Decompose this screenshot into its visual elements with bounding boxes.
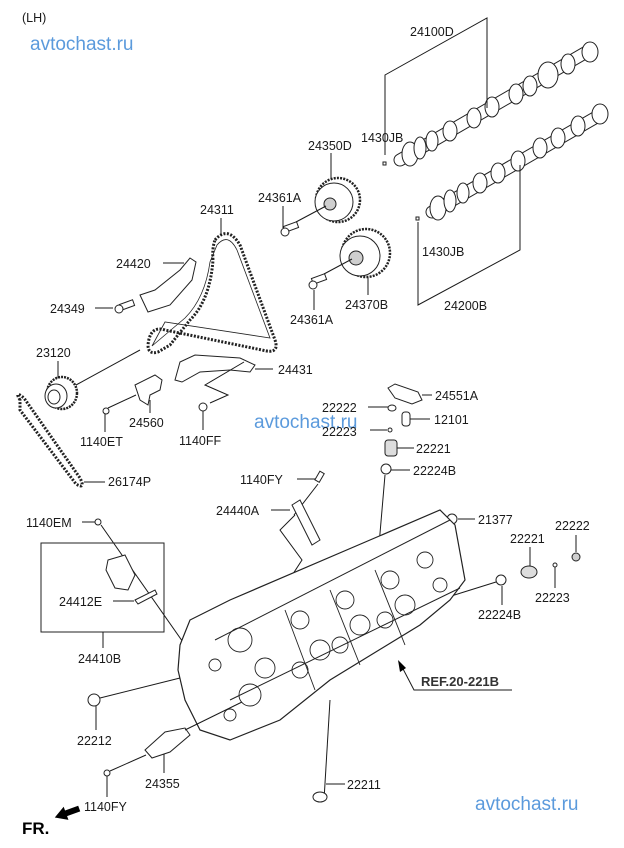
front-direction-arrow-icon [54,805,81,820]
label-21377[interactable]: 21377 [478,513,513,527]
lash-adjuster-12101[interactable] [401,411,411,427]
label-1430JB-mid[interactable]: 1430JB [422,245,464,259]
label-24560[interactable]: 24560 [129,416,164,430]
label-1140FY-top[interactable]: 1140FY [240,473,284,487]
valve-stem-seal-22223-top[interactable] [387,427,393,433]
label-22212[interactable]: 22212 [77,734,112,748]
ref-label[interactable]: REF.20-221B [421,674,499,689]
label-26174P[interactable]: 26174P [108,475,151,489]
bolt-24361A-bottom[interactable] [308,273,328,290]
label-24350D[interactable]: 24350D [308,139,352,153]
bolt-1140EM[interactable] [94,518,102,526]
label-22221-right[interactable]: 22221 [510,532,545,546]
label-23120[interactable]: 23120 [36,346,71,360]
label-22224B-top[interactable]: 22224B [413,464,456,478]
crank-sprocket-23120[interactable] [44,375,79,411]
label-22223-right[interactable]: 22223 [535,591,570,605]
valve-cotter-22222-top[interactable] [387,404,397,412]
label-24440A[interactable]: 24440A [216,504,260,518]
leader-ref [400,664,512,691]
label-22211[interactable]: 22211 [347,778,381,792]
label-1140ET[interactable]: 1140ET [80,435,123,449]
label-1140FF[interactable]: 1140FF [179,434,222,448]
watermark-top: avtochast.ru [30,34,134,55]
rocker-arm-24551A[interactable] [387,383,423,405]
label-24370B[interactable]: 24370B [345,298,388,312]
label-1140FY-bottom[interactable]: 1140FY [84,800,128,814]
valve-cotter-22222-right[interactable] [571,552,581,562]
label-1140EM[interactable]: 1140EM [26,516,72,530]
label-24410B[interactable]: 24410B [78,652,121,666]
dowel-pin-1430JB-top[interactable] [382,161,387,166]
valve-spring-22221-right[interactable] [520,565,538,579]
label-24431[interactable]: 24431 [278,363,313,377]
label-1430JB-top[interactable]: 1430JB [361,131,403,145]
leader-24100D [384,17,488,155]
bolt-24361A-top[interactable] [280,221,300,237]
valve-retainer-22224B-top[interactable] [380,463,392,475]
camshaft-intake-24100D[interactable] [393,41,599,167]
label-24349[interactable]: 24349 [50,302,85,316]
camshaft-exhaust-24200B[interactable] [425,103,609,221]
exhaust-valve-22211[interactable] [312,791,328,803]
valve-stem-seal-22223-right[interactable] [552,562,558,568]
cvvt-sprocket-24350D[interactable] [314,176,362,224]
label-22222-top[interactable]: 22222 [322,401,357,415]
label-24551A[interactable]: 24551A [435,389,479,403]
chain-guide-24431[interactable] [174,354,256,383]
label-22224B-right[interactable]: 22224B [478,608,521,622]
bolt-24349[interactable] [114,299,136,314]
leader-1140FF [203,361,245,404]
oil-pump-chain-26174P[interactable] [16,393,84,488]
label-24412E[interactable]: 24412E [59,595,102,609]
bolt-1140FF[interactable] [198,402,208,412]
label-24311[interactable]: 24311 [200,203,234,217]
gasket-24412E[interactable] [134,589,158,605]
oil-control-valve-24440A[interactable] [291,499,321,546]
cvvt-sprocket-24370B[interactable] [339,227,392,279]
watermark-middle: avtochast.ru [254,412,358,433]
label-12101[interactable]: 12101 [434,413,469,427]
cylinder-head[interactable] [177,509,466,741]
label-24200B[interactable]: 24200B [444,299,487,313]
chain-guide-24420[interactable] [139,257,197,313]
label-22221-top[interactable]: 22221 [416,442,451,456]
tensioner-24560[interactable] [134,374,163,406]
leader-24200B [417,165,521,306]
watermark-bottom: avtochast.ru [475,794,579,815]
label-22222-right[interactable]: 22222 [555,519,590,533]
label-24361A-bottom[interactable]: 24361A [290,313,334,327]
label-22223-top[interactable]: 22223 [322,425,357,439]
label-24355[interactable]: 24355 [145,777,180,791]
bolt-1140ET[interactable] [102,407,110,415]
dowel-pin-1430JB-mid[interactable] [415,216,420,221]
valve-spring-22221-top[interactable] [384,439,398,457]
intake-valve-22212[interactable] [87,693,101,707]
label-24100D[interactable]: 24100D [410,25,454,39]
bolt-1140FY-top[interactable] [314,470,325,484]
side-label: (LH) [22,11,46,25]
bolt-1140FY-bottom[interactable] [103,769,111,777]
cvvt-actuator-24410B[interactable] [105,554,136,591]
cam-position-sensor-24355[interactable] [144,727,191,759]
ref-arrow-icon [398,660,406,672]
front-direction-label: FR. [22,819,49,838]
assembly-box-24410B [40,542,165,633]
label-24420[interactable]: 24420 [116,257,151,271]
timing-chain-24311[interactable] [146,232,278,355]
valve-retainer-22224B-right[interactable] [495,574,507,586]
label-24361A-top[interactable]: 24361A [258,191,302,205]
